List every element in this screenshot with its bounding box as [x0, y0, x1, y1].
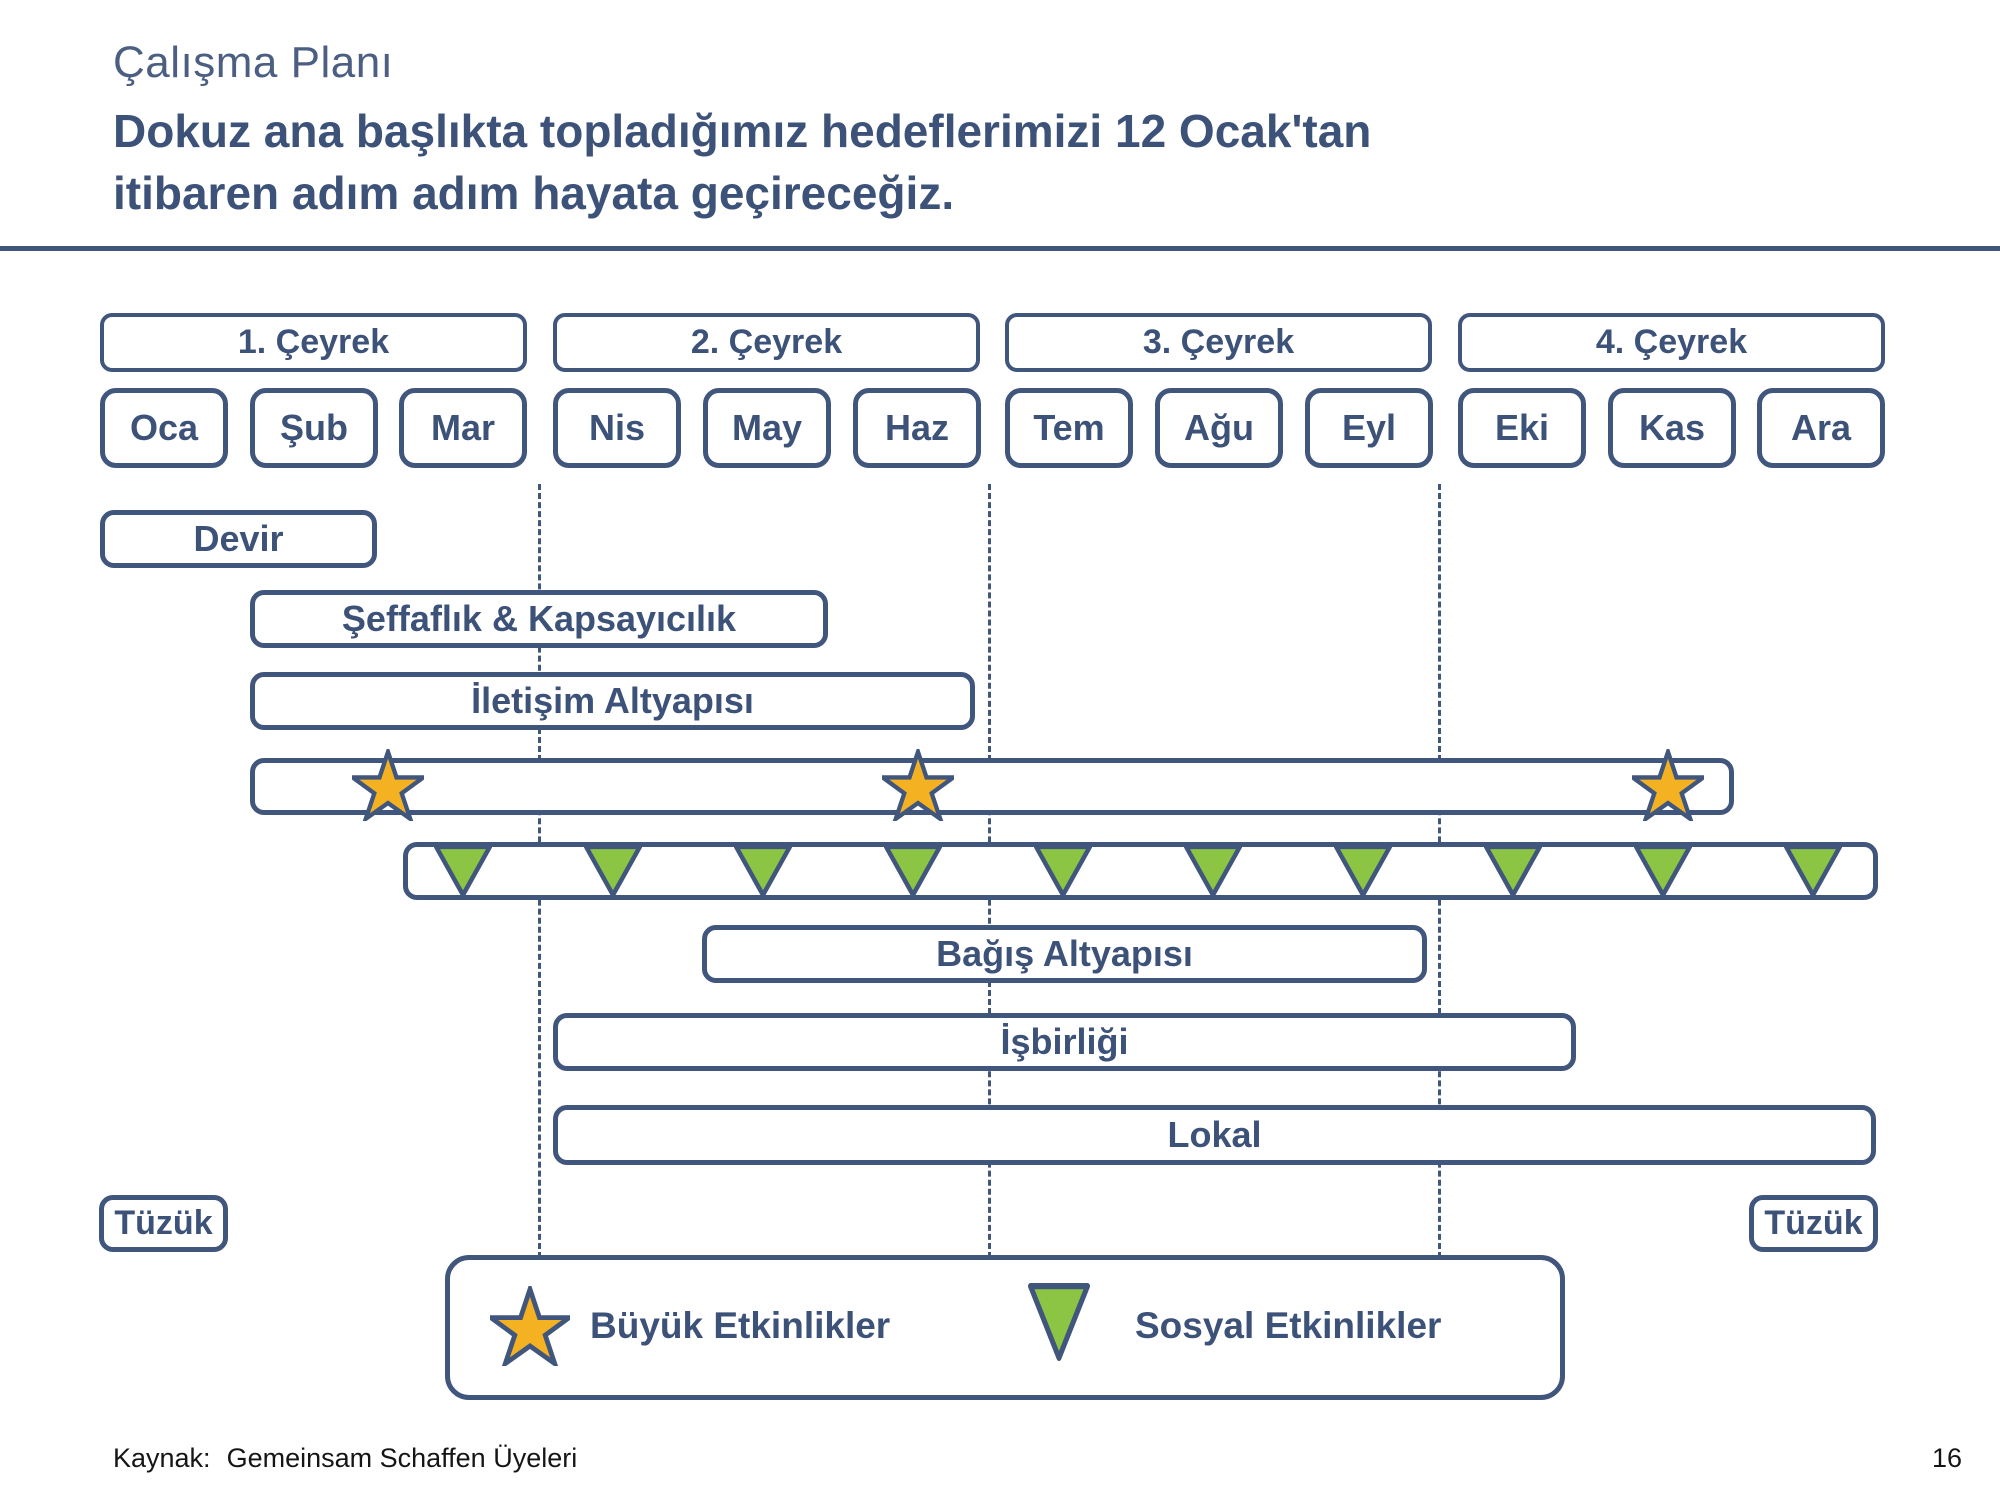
legend-box [445, 1255, 1565, 1400]
gantt-bar-tuzuk-right: Tüzük [1749, 1195, 1878, 1252]
month-box-eki: Eki [1458, 388, 1586, 468]
header-divider [0, 246, 2000, 251]
social-event-triangle-icon [884, 845, 942, 897]
gantt-bar-seffaflik: Şeffaflık & Kapsayıcılık [250, 590, 828, 648]
month-box-oca: Oca [100, 388, 228, 468]
page-title: Çalışma Planı [113, 38, 394, 87]
month-box-eyl: Eyl [1305, 388, 1433, 468]
month-box-sub: Şub [250, 388, 378, 468]
major-event-star-icon [346, 745, 430, 825]
gantt-bar-iletisim: İletişim Altyapısı [250, 672, 975, 730]
subtitle-line-1: Dokuz ana başlıkta topladığımız hedefler… [113, 105, 1372, 157]
month-box-may: May [703, 388, 831, 468]
gantt-bar-bagis: Bağış Altyapısı [702, 925, 1427, 983]
quarter-box-q2: 2. Çeyrek [553, 313, 980, 372]
social-event-triangle-icon [1034, 845, 1092, 897]
social-event-triangle-icon [1484, 845, 1542, 897]
source-text: Gemeinsam Schaffen Üyeleri [226, 1443, 578, 1473]
page-number: 16 [1931, 1443, 1962, 1473]
gantt-bar-tuzuk-left: Tüzük [99, 1195, 228, 1252]
social-event-triangle-icon [434, 845, 492, 897]
month-box-nis: Nis [553, 388, 681, 468]
month-box-tem: Tem [1005, 388, 1133, 468]
month-box-kas: Kas [1608, 388, 1736, 468]
major-event-star-icon [1626, 745, 1710, 825]
gantt-bar-isbirligi: İşbirliği [553, 1013, 1576, 1071]
legend-social-event-triangle-icon [1028, 1283, 1090, 1361]
social-event-triangle-icon [734, 845, 792, 897]
legend-major-events-label: Büyük Etkinlikler [590, 1305, 891, 1346]
legend-major-event-star-icon [483, 1281, 577, 1370]
quarter-box-q1: 1. Çeyrek [100, 313, 527, 372]
social-event-triangle-icon [584, 845, 642, 897]
gantt-bar-major-events [250, 758, 1734, 815]
source-label: Kaynak: [113, 1443, 211, 1473]
social-event-triangle-icon [1334, 845, 1392, 897]
gantt-bar-lokal: Lokal [553, 1105, 1876, 1165]
slide-subtitle: Dokuz ana başlıkta topladığımız hedefler… [113, 100, 1371, 224]
month-box-agu: Ağu [1155, 388, 1283, 468]
social-event-triangle-icon [1184, 845, 1242, 897]
social-event-triangle-icon [1784, 845, 1842, 897]
month-box-haz: Haz [853, 388, 981, 468]
quarter-box-q3: 3. Çeyrek [1005, 313, 1432, 372]
quarter-box-q4: 4. Çeyrek [1458, 313, 1885, 372]
month-box-mar: Mar [399, 388, 527, 468]
gantt-bar-social-events [403, 842, 1878, 900]
month-box-ara: Ara [1757, 388, 1885, 468]
social-event-triangle-icon [1634, 845, 1692, 897]
source-note: Kaynak: Gemeinsam Schaffen Üyeleri [113, 1443, 577, 1474]
gantt-bar-devir: Devir [100, 510, 377, 568]
legend-social-events-label: Sosyal Etkinlikler [1135, 1305, 1442, 1346]
major-event-star-icon [876, 745, 960, 825]
subtitle-line-2: itibaren adım adım hayata geçireceğiz. [113, 167, 955, 219]
